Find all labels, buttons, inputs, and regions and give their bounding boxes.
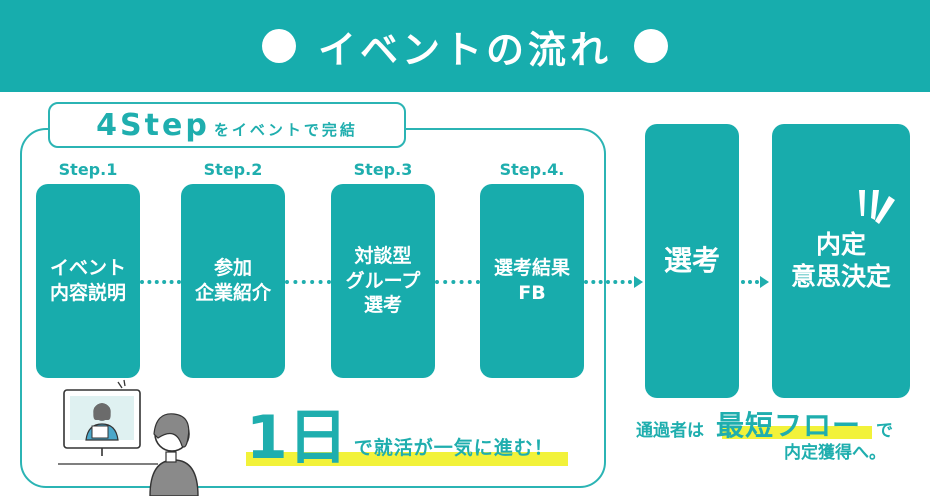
- connector-4-selection: [584, 280, 632, 284]
- step-box-4: 選考結果 FB: [480, 184, 584, 378]
- page-title: イベントの流れ: [317, 27, 612, 72]
- one-day-number: 1日: [246, 403, 348, 473]
- highlight-marker: [246, 452, 568, 466]
- selection-box: 選考: [645, 124, 739, 398]
- step-text-2: 参加 企業紹介: [194, 257, 271, 304]
- connector-selection-offer: [741, 280, 759, 284]
- offer-box: 内定 意思決定: [772, 124, 910, 398]
- step-count: 4Step: [96, 108, 210, 143]
- online-interview-illustration: [58, 379, 199, 496]
- step-box-1: イベント 内容説明: [36, 184, 140, 378]
- offer-text: 内定 意思決定: [790, 229, 891, 292]
- connector-2-3: [285, 280, 331, 284]
- connector-3-4: [435, 280, 480, 284]
- step-count-caption: をイベントで完結: [213, 121, 358, 139]
- step-text-1: イベント 内容説明: [49, 257, 126, 304]
- circle-bullet-icon: [261, 29, 296, 63]
- note-highlight: 最短フロー: [716, 409, 862, 442]
- step-label-3: Step.3: [353, 160, 413, 179]
- step-box-3: 対談型 グループ 選考: [331, 184, 435, 378]
- selection-text: 選考: [663, 243, 720, 277]
- step-text-3: 対談型 グループ 選考: [345, 244, 421, 317]
- step-text-4: 選考結果 FB: [493, 257, 570, 304]
- arrow-right-icon: [634, 276, 643, 288]
- highlight-marker: [722, 426, 872, 439]
- one-day-message: 1日 で就活が一気に進む！: [246, 403, 568, 473]
- step-label-1: Step.1: [58, 160, 118, 179]
- note-line2: 内定獲得へ。: [784, 443, 886, 463]
- connector-1-2: [140, 280, 181, 284]
- arrow-right-icon: [760, 276, 769, 288]
- emphasis-lines-icon: [859, 190, 895, 224]
- circle-bullet-icon: [634, 29, 668, 63]
- shortest-flow-note: 通過者は 最短フロー で 内定獲得へ。: [636, 404, 906, 463]
- note-prefix: 通過者は: [636, 421, 704, 441]
- one-day-text: で就活が一気に進む！: [353, 437, 554, 459]
- step-label-4: Step.4.: [499, 160, 565, 179]
- step-count-tag: 4Step をイベントで完結: [48, 102, 406, 148]
- note-suffix: で: [876, 421, 893, 441]
- step-box-2: 参加 企業紹介: [181, 184, 285, 378]
- header-banner: イベントの流れ: [0, 0, 930, 92]
- step-label-2: Step.2: [203, 160, 263, 179]
